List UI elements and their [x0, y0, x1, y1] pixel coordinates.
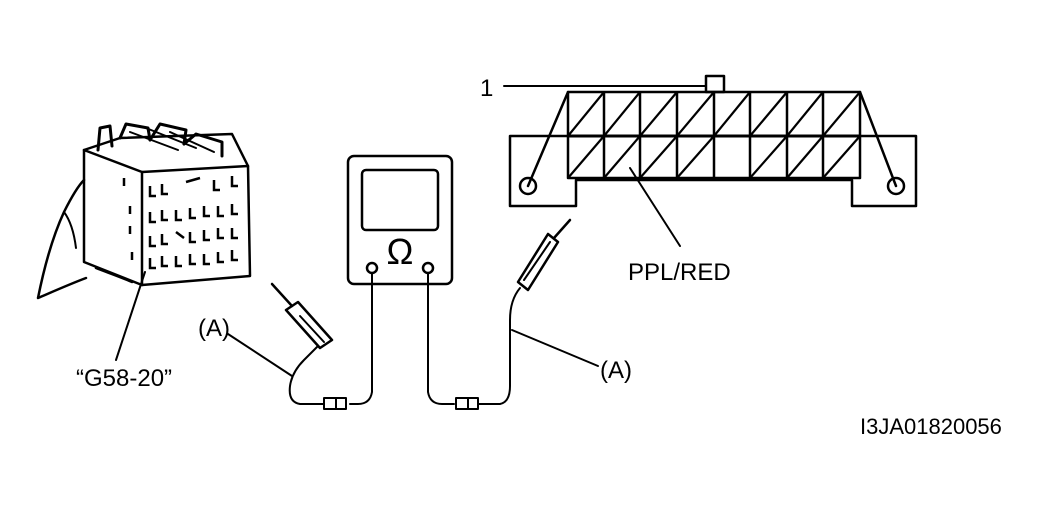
probe-left [284, 300, 334, 350]
ecm-label-leader [115, 271, 146, 361]
mount-hole-left [518, 176, 538, 196]
ohmmeter-display [360, 168, 440, 232]
lead-right-leader [511, 329, 599, 367]
ohmmeter: Ω [346, 154, 454, 286]
harness-wires [96, 122, 224, 158]
wire-color-leader [629, 167, 681, 247]
ohm-symbol: Ω [387, 231, 414, 272]
terminal-cavities [122, 176, 238, 270]
hand-finger [63, 211, 77, 249]
target-connector [503, 74, 918, 247]
lead-left-leader [227, 333, 293, 377]
meter-jack-left [365, 261, 379, 275]
ecm-connector-label: “G58-20” [76, 365, 172, 392]
lead-a-label-right: (A) [600, 357, 632, 384]
ecm-connector-with-hand [36, 122, 252, 361]
mount-hole-right [886, 176, 906, 196]
probe-right [516, 232, 560, 292]
ecm-connector-top [82, 132, 250, 168]
test-lead-right [427, 218, 599, 410]
ecm-connector-front [82, 148, 144, 287]
callout-number-1: 1 [480, 75, 493, 102]
wire-color-label: PPL/RED [628, 259, 731, 286]
cavity-hatching [567, 91, 861, 179]
connector-flange [508, 134, 918, 208]
lead-a-label-left: (A) [198, 315, 230, 342]
lock-tab [704, 74, 726, 94]
ecm-connector-side [140, 164, 252, 287]
test-lead-left [227, 272, 373, 410]
meter-jack-right [421, 261, 435, 275]
ohmmeter-body [346, 154, 454, 286]
figure-code: I3JA01820056 [860, 414, 1002, 439]
